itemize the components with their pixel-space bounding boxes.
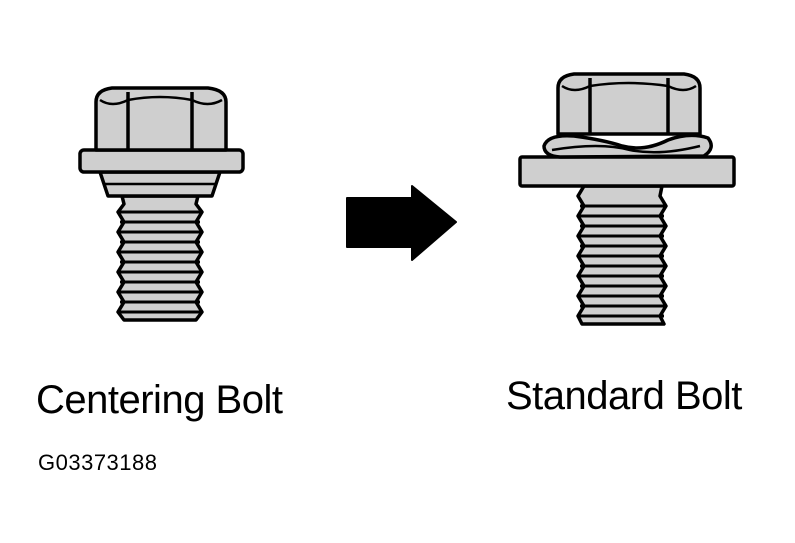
standard-bolt-hex-head xyxy=(556,72,702,136)
right-arrow-icon xyxy=(346,185,457,261)
standard-bolt-washer xyxy=(518,155,736,188)
centering-bolt-label: Centering Bolt xyxy=(36,378,283,422)
standard-bolt-icon xyxy=(518,72,736,326)
standard-bolt-spring-washer xyxy=(542,133,713,159)
centering-bolt-thread xyxy=(116,194,204,322)
standard-bolt-label: Standard Bolt xyxy=(506,374,742,418)
centering-bolt-flange xyxy=(78,148,245,174)
figure-id: G03373188 xyxy=(38,450,158,475)
centering-bolt-icon xyxy=(78,86,245,322)
